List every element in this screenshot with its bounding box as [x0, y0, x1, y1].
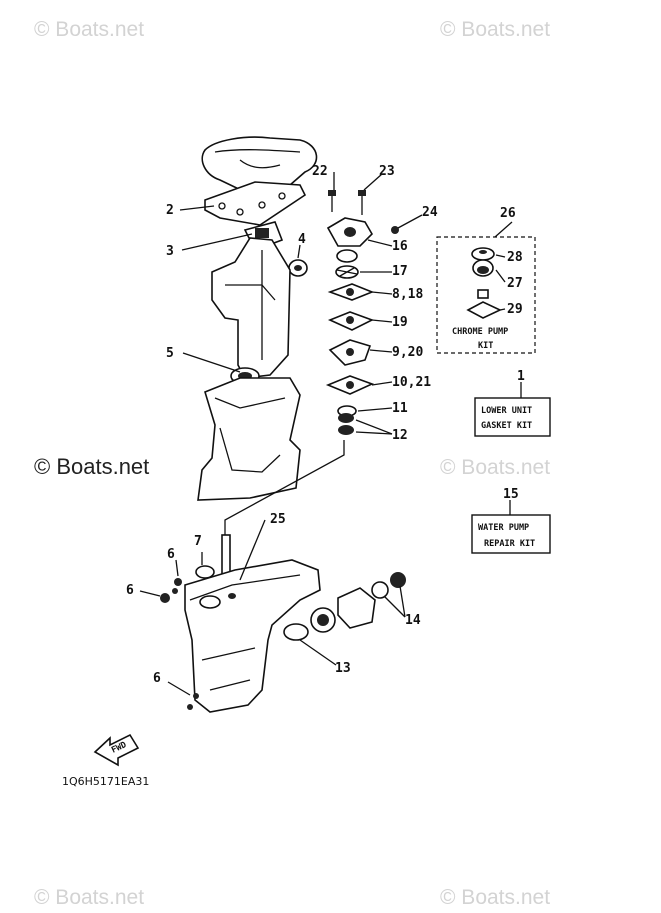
plate-9-20-part[interactable]: [328, 339, 372, 366]
insert-24-part[interactable]: [391, 226, 399, 234]
watermark-top-right: © Boats.net: [440, 18, 551, 41]
seal-part[interactable]: [288, 259, 308, 277]
callout-23: 23: [379, 164, 395, 179]
callout-24: 24: [422, 205, 438, 220]
kit-impeller-29-part[interactable]: [466, 289, 502, 319]
pump-housing-part[interactable]: [326, 217, 374, 247]
callout-6-upper: 6: [167, 547, 175, 562]
bolt-23-part[interactable]: [358, 190, 366, 215]
callout-19: 19: [392, 315, 408, 330]
callout-4: 4: [298, 232, 306, 247]
callout-25: 25: [270, 512, 286, 527]
callout-15: 15: [503, 487, 519, 502]
bearing-carrier-part[interactable]: [310, 607, 336, 633]
bolt-22-part[interactable]: [328, 190, 336, 212]
gear-case-part[interactable]: [184, 559, 321, 713]
impeller-part[interactable]: [335, 265, 359, 279]
dowel-pin-7-part[interactable]: [195, 552, 215, 579]
bolt-6c-part[interactable]: [187, 693, 199, 710]
water-pump-repair-kit-box: [471, 514, 551, 554]
diagram-code: 1Q6H5171EA31: [62, 775, 149, 788]
callout-26: 26: [500, 206, 516, 221]
callout-12: 12: [392, 428, 408, 443]
water-pump-kit-line1: WATER PUMP: [478, 523, 529, 533]
callout-14: 14: [405, 613, 421, 628]
callout-9-20: 9,20: [392, 345, 423, 360]
lower-unit-kit-line1: LOWER UNIT: [481, 406, 532, 416]
callout-8-18: 8,18: [392, 287, 423, 302]
chrome-pump-kit-line2: KIT: [478, 341, 493, 351]
gasket-part[interactable]: [204, 181, 307, 226]
watermark-top-left: © Boats.net: [34, 18, 145, 41]
fwd-arrow-icon: FWD: [93, 733, 140, 767]
callout-3: 3: [166, 244, 174, 259]
casing-cover-part[interactable]: [201, 136, 318, 194]
callout-16: 16: [392, 239, 408, 254]
callout-17: 17: [392, 264, 408, 279]
lower-unit-gasket-kit-box: [474, 397, 551, 437]
drive-shaft-housing-part[interactable]: [197, 377, 301, 501]
cartridge-part[interactable]: [336, 249, 358, 263]
kit-cartridge-27-part[interactable]: [472, 259, 494, 277]
watermark-mid-right: © Boats.net: [440, 456, 551, 479]
upper-casing-part[interactable]: [211, 237, 291, 379]
outer-plate-part[interactable]: [327, 283, 375, 301]
prop-shaft-housing-part[interactable]: [337, 587, 376, 629]
callout-29: 29: [507, 302, 523, 317]
callout-27: 27: [507, 276, 523, 291]
seal-14a-part[interactable]: [371, 581, 389, 599]
chrome-pump-kit-box: [436, 236, 536, 354]
gasket-10-21-part[interactable]: [325, 375, 375, 395]
seal-14b-part[interactable]: [390, 572, 406, 588]
bolt-6a-part[interactable]: [172, 578, 182, 594]
callout-5: 5: [166, 346, 174, 361]
watermark-mid-left: © Boats.net: [34, 454, 150, 479]
watermark-bottom-right: © Boats.net: [440, 886, 551, 909]
oil-seal-pair-part[interactable]: [338, 413, 354, 435]
callout-1: 1: [517, 369, 525, 384]
callout-6-lower: 6: [153, 671, 161, 686]
water-pump-kit-line2: REPAIR KIT: [484, 539, 535, 549]
callout-28: 28: [507, 250, 523, 265]
o-ring-13-part[interactable]: [283, 623, 309, 641]
watermark-bottom-left: © Boats.net: [34, 886, 145, 909]
callout-22: 22: [312, 164, 328, 179]
callout-6-left: 6: [126, 583, 134, 598]
lower-unit-kit-line2: GASKET KIT: [481, 421, 532, 431]
callout-11: 11: [392, 401, 408, 416]
callout-13: 13: [335, 661, 351, 676]
kit-housing-28-part[interactable]: [471, 247, 495, 261]
callout-2: 2: [166, 203, 174, 218]
bolt-6b-part[interactable]: [160, 593, 170, 603]
callout-7: 7: [194, 534, 202, 549]
chrome-pump-kit-line1: CHROME PUMP: [452, 327, 508, 337]
callout-10-21: 10,21: [392, 375, 431, 390]
plate-19-part[interactable]: [327, 311, 375, 331]
